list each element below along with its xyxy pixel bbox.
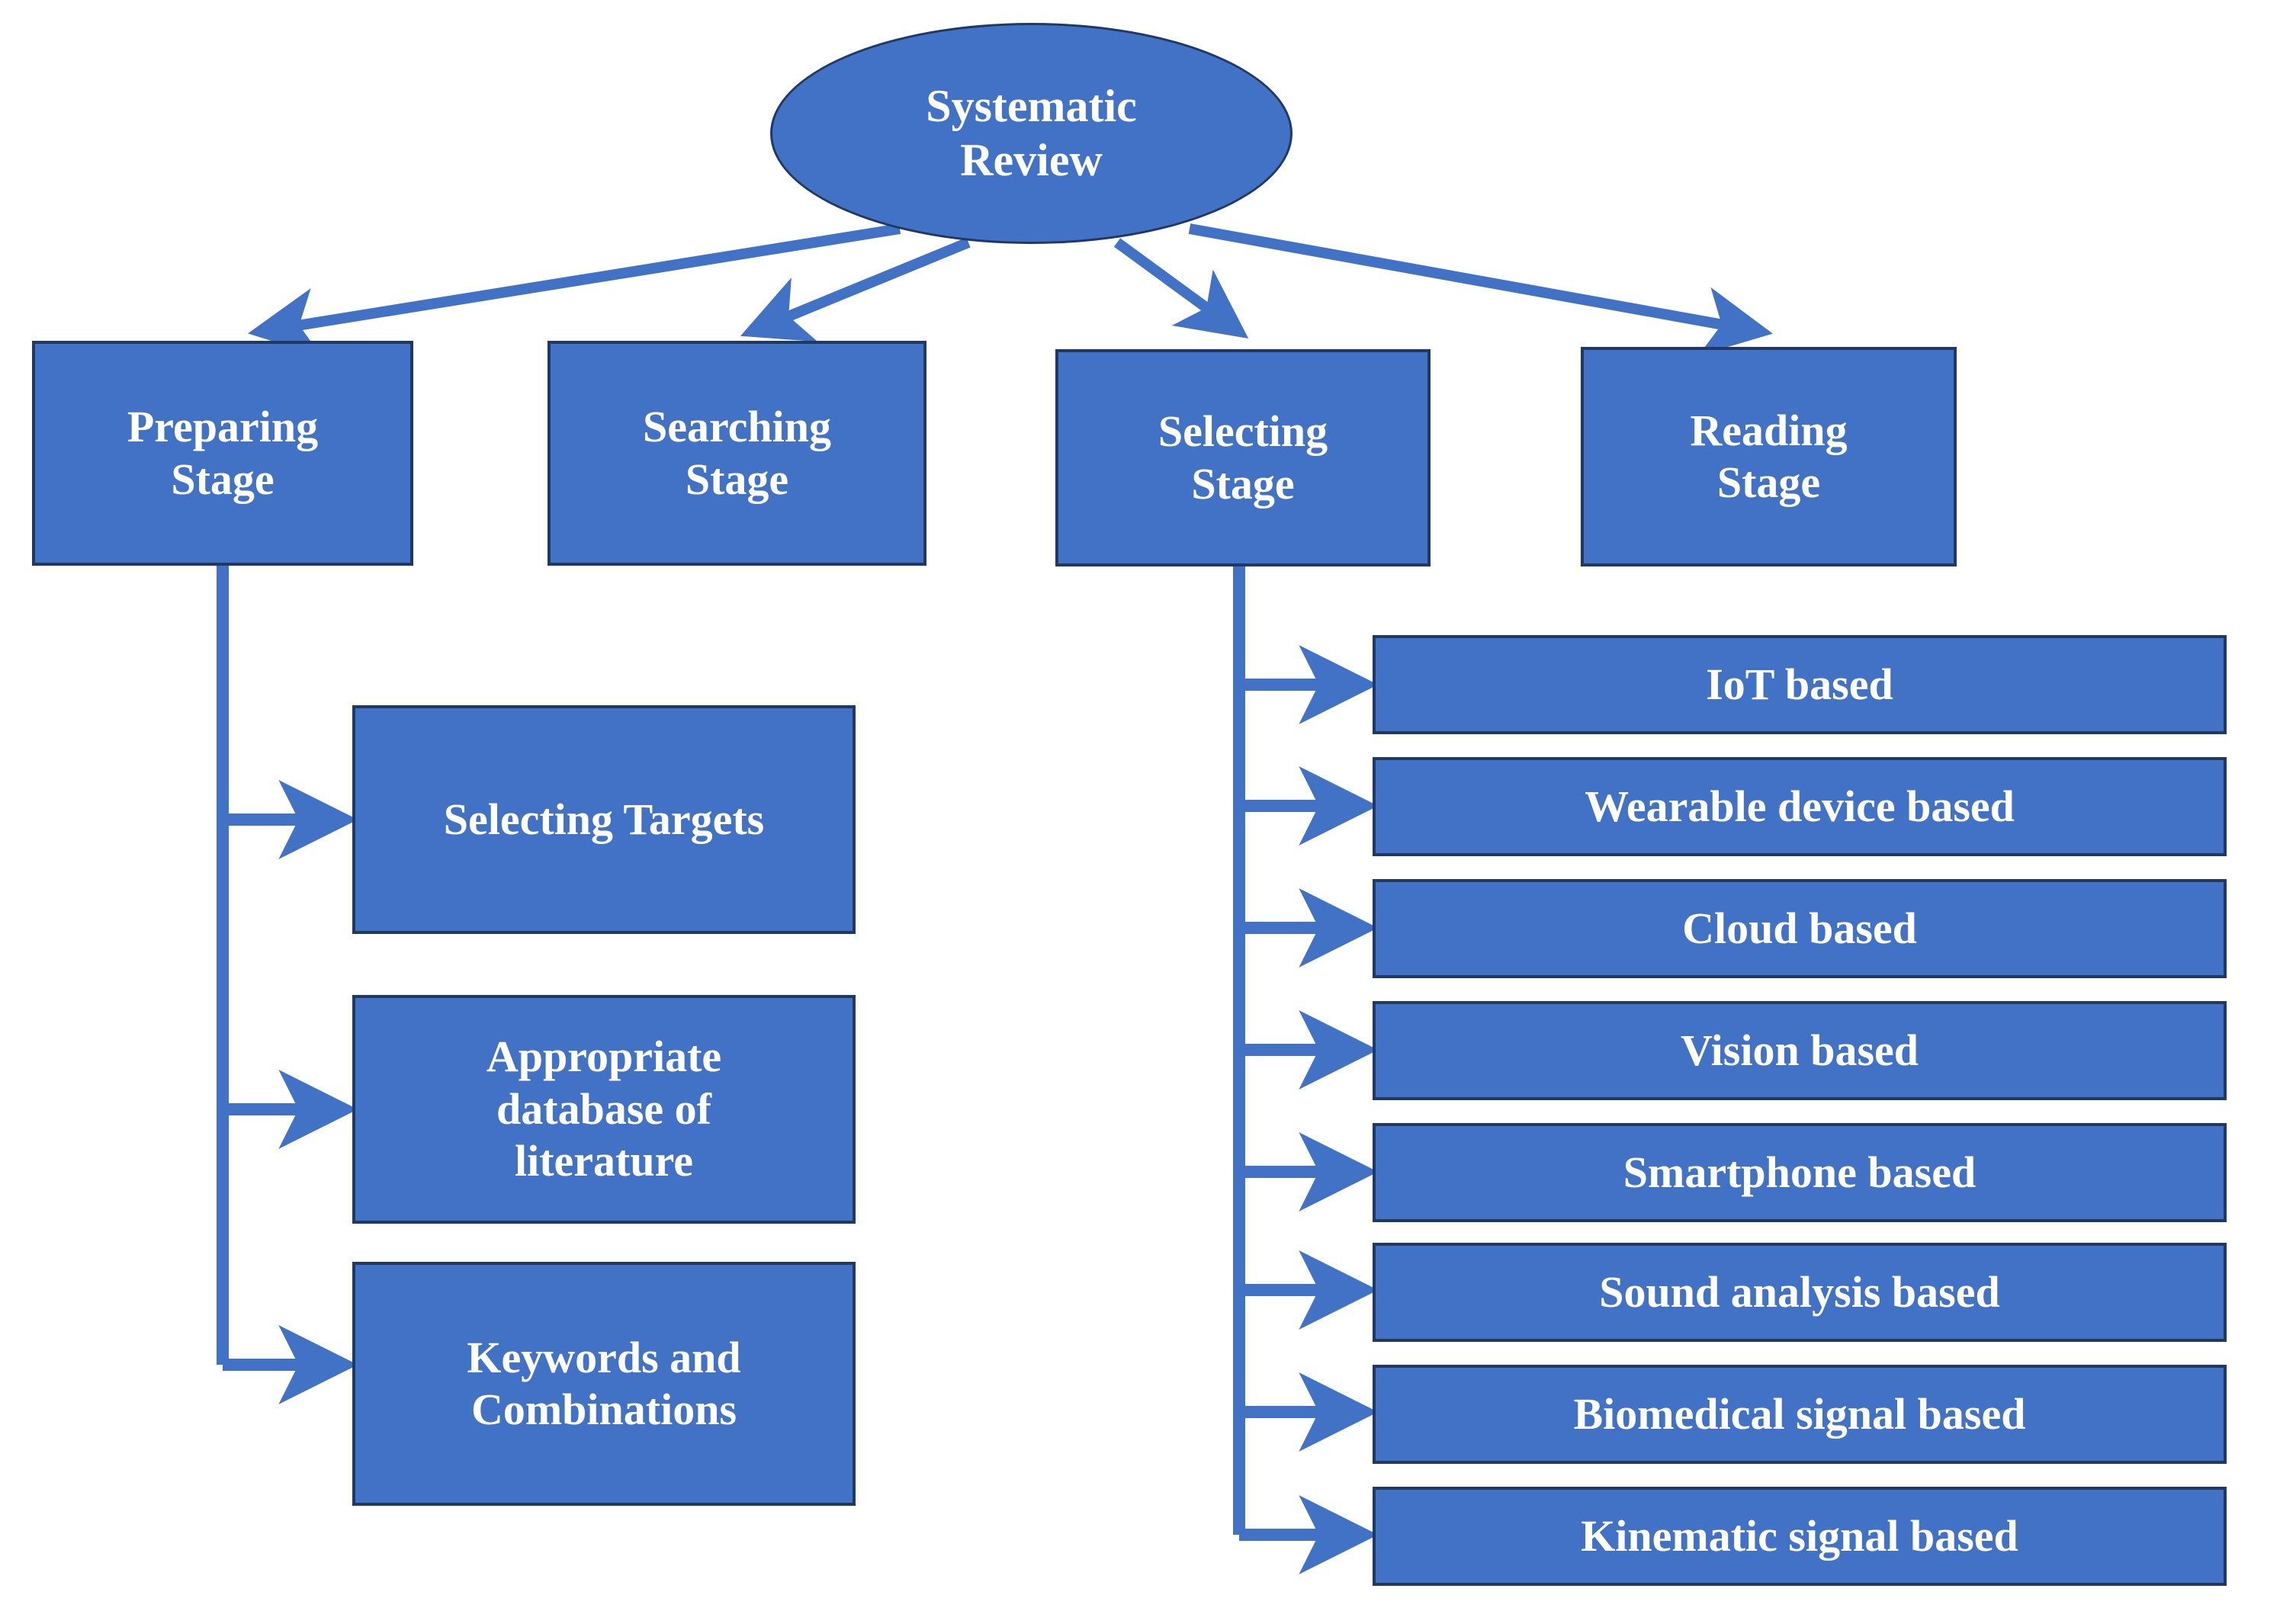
biomedical-signal-based-label: Biomedical signal based	[1573, 1388, 2026, 1439]
preparing-stage-node[interactable]: Preparing Stage	[32, 341, 413, 566]
root-fanout-connectors	[248, 223, 1773, 357]
sound-analysis-based-label: Sound analysis based	[1599, 1266, 2000, 1317]
wearable-device-based-label: Wearable device based	[1585, 781, 2015, 831]
sound-analysis-based-node[interactable]: Sound analysis based	[1373, 1243, 2227, 1342]
smartphone-based-label: Smartphone based	[1623, 1147, 1976, 1197]
kinematic-signal-based-node[interactable]: Kinematic signal based	[1373, 1487, 2227, 1586]
selecting-targets-node[interactable]: Selecting Targets	[352, 705, 856, 934]
selecting-stage-label: Selecting Stage	[1158, 406, 1328, 509]
keywords-combinations-label: Keywords and Combinations	[467, 1332, 741, 1434]
vision-based-node[interactable]: Vision based	[1373, 1001, 2227, 1100]
appropriate-database-node[interactable]: Appropriate database of literature	[352, 995, 856, 1224]
preparing-stage-label: Preparing Stage	[127, 402, 319, 504]
preparing-branch-arrows	[223, 780, 358, 1404]
searching-stage-node[interactable]: Searching Stage	[548, 341, 926, 566]
searching-stage-label: Searching Stage	[642, 402, 832, 504]
biomedical-signal-based-node[interactable]: Biomedical signal based	[1373, 1365, 2227, 1464]
selecting-stage-node[interactable]: Selecting Stage	[1055, 349, 1431, 566]
systematic-review-node[interactable]: Systematic Review	[770, 23, 1293, 244]
kinematic-signal-based-label: Kinematic signal based	[1581, 1510, 2018, 1561]
iot-based-node[interactable]: IoT based	[1373, 635, 2227, 734]
selecting-branch-arrows	[1239, 645, 1379, 1574]
reading-stage-label: Reading Stage	[1690, 405, 1848, 507]
keywords-combinations-node[interactable]: Keywords and Combinations	[352, 1262, 856, 1506]
systematic-review-label: Systematic Review	[926, 81, 1137, 185]
wearable-device-based-node[interactable]: Wearable device based	[1373, 757, 2227, 856]
smartphone-based-node[interactable]: Smartphone based	[1373, 1123, 2227, 1222]
selecting-targets-label: Selecting Targets	[443, 794, 765, 844]
cloud-based-label: Cloud based	[1682, 903, 1917, 953]
appropriate-database-label: Appropriate database of literature	[486, 1032, 722, 1186]
iot-based-label: IoT based	[1706, 659, 1893, 709]
cloud-based-node[interactable]: Cloud based	[1373, 879, 2227, 978]
vision-based-label: Vision based	[1680, 1025, 1919, 1075]
reading-stage-node[interactable]: Reading Stage	[1581, 347, 1957, 566]
